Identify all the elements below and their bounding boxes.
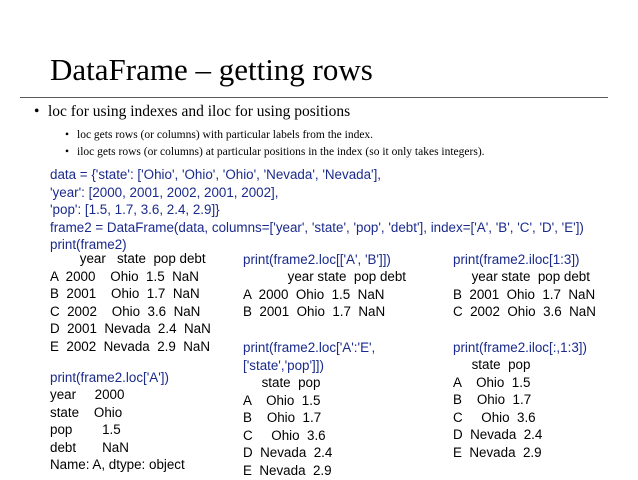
sub-bullet-text: loc gets rows (or columns) with particul… [77,129,374,141]
code-loc-slice-command: print(frame2.loc['A':'E', ['state','pop'… [243,340,376,373]
sub-bullet-text: iloc gets rows (or columns) at particula… [77,146,485,158]
code-iloc-cols-output: state pop A Ohio 1.5 B Ohio 1.7 C Ohio 3… [453,357,543,460]
code-loc-slice-output: state pop A Ohio 1.5 B Ohio 1.7 C Ohio 3… [243,375,333,478]
sub-bullet-dot-icon: • [65,129,70,141]
sub-bullet-loc: • loc gets rows (or columns) with particu… [65,128,373,142]
bullet-dot-icon: • [34,103,40,120]
title-divider [20,97,608,98]
code-iloc-rows-output: year state pop debt B 2001 Ohio 1.7 NaN … [453,269,596,320]
bullet-loc-iloc: • loc for using indexes and iloc for usin… [34,102,350,121]
code-setup: data = {'state': ['Ohio', 'Ohio', 'Ohio'… [50,167,584,253]
code-loc-ab-command: print(frame2.loc[['A', 'B']]) [243,252,391,267]
sub-bullet-iloc: • iloc gets rows (or columns) at particul… [65,145,485,159]
code-iloc-cols-command: print(frame2.iloc[:,1:3]) [453,340,587,355]
code-loc-a-output: year 2000 state Ohio pop 1.5 debt NaN Na… [50,387,185,473]
slide-title: DataFrame – getting rows [50,52,373,87]
code-iloc-rows-command: print(frame2.iloc[1:3]) [453,252,580,267]
code-frame2-output: year state pop debt A 2000 Ohio 1.5 NaN … [50,251,211,354]
code-loc-ab-output: year state pop debt A 2000 Ohio 1.5 NaN … [243,269,407,320]
code-loc-a-command: print(frame2.loc['A']) [50,370,169,385]
bullet-text: loc for using indexes and iloc for using… [48,103,351,120]
sub-bullet-dot-icon: • [65,146,70,158]
